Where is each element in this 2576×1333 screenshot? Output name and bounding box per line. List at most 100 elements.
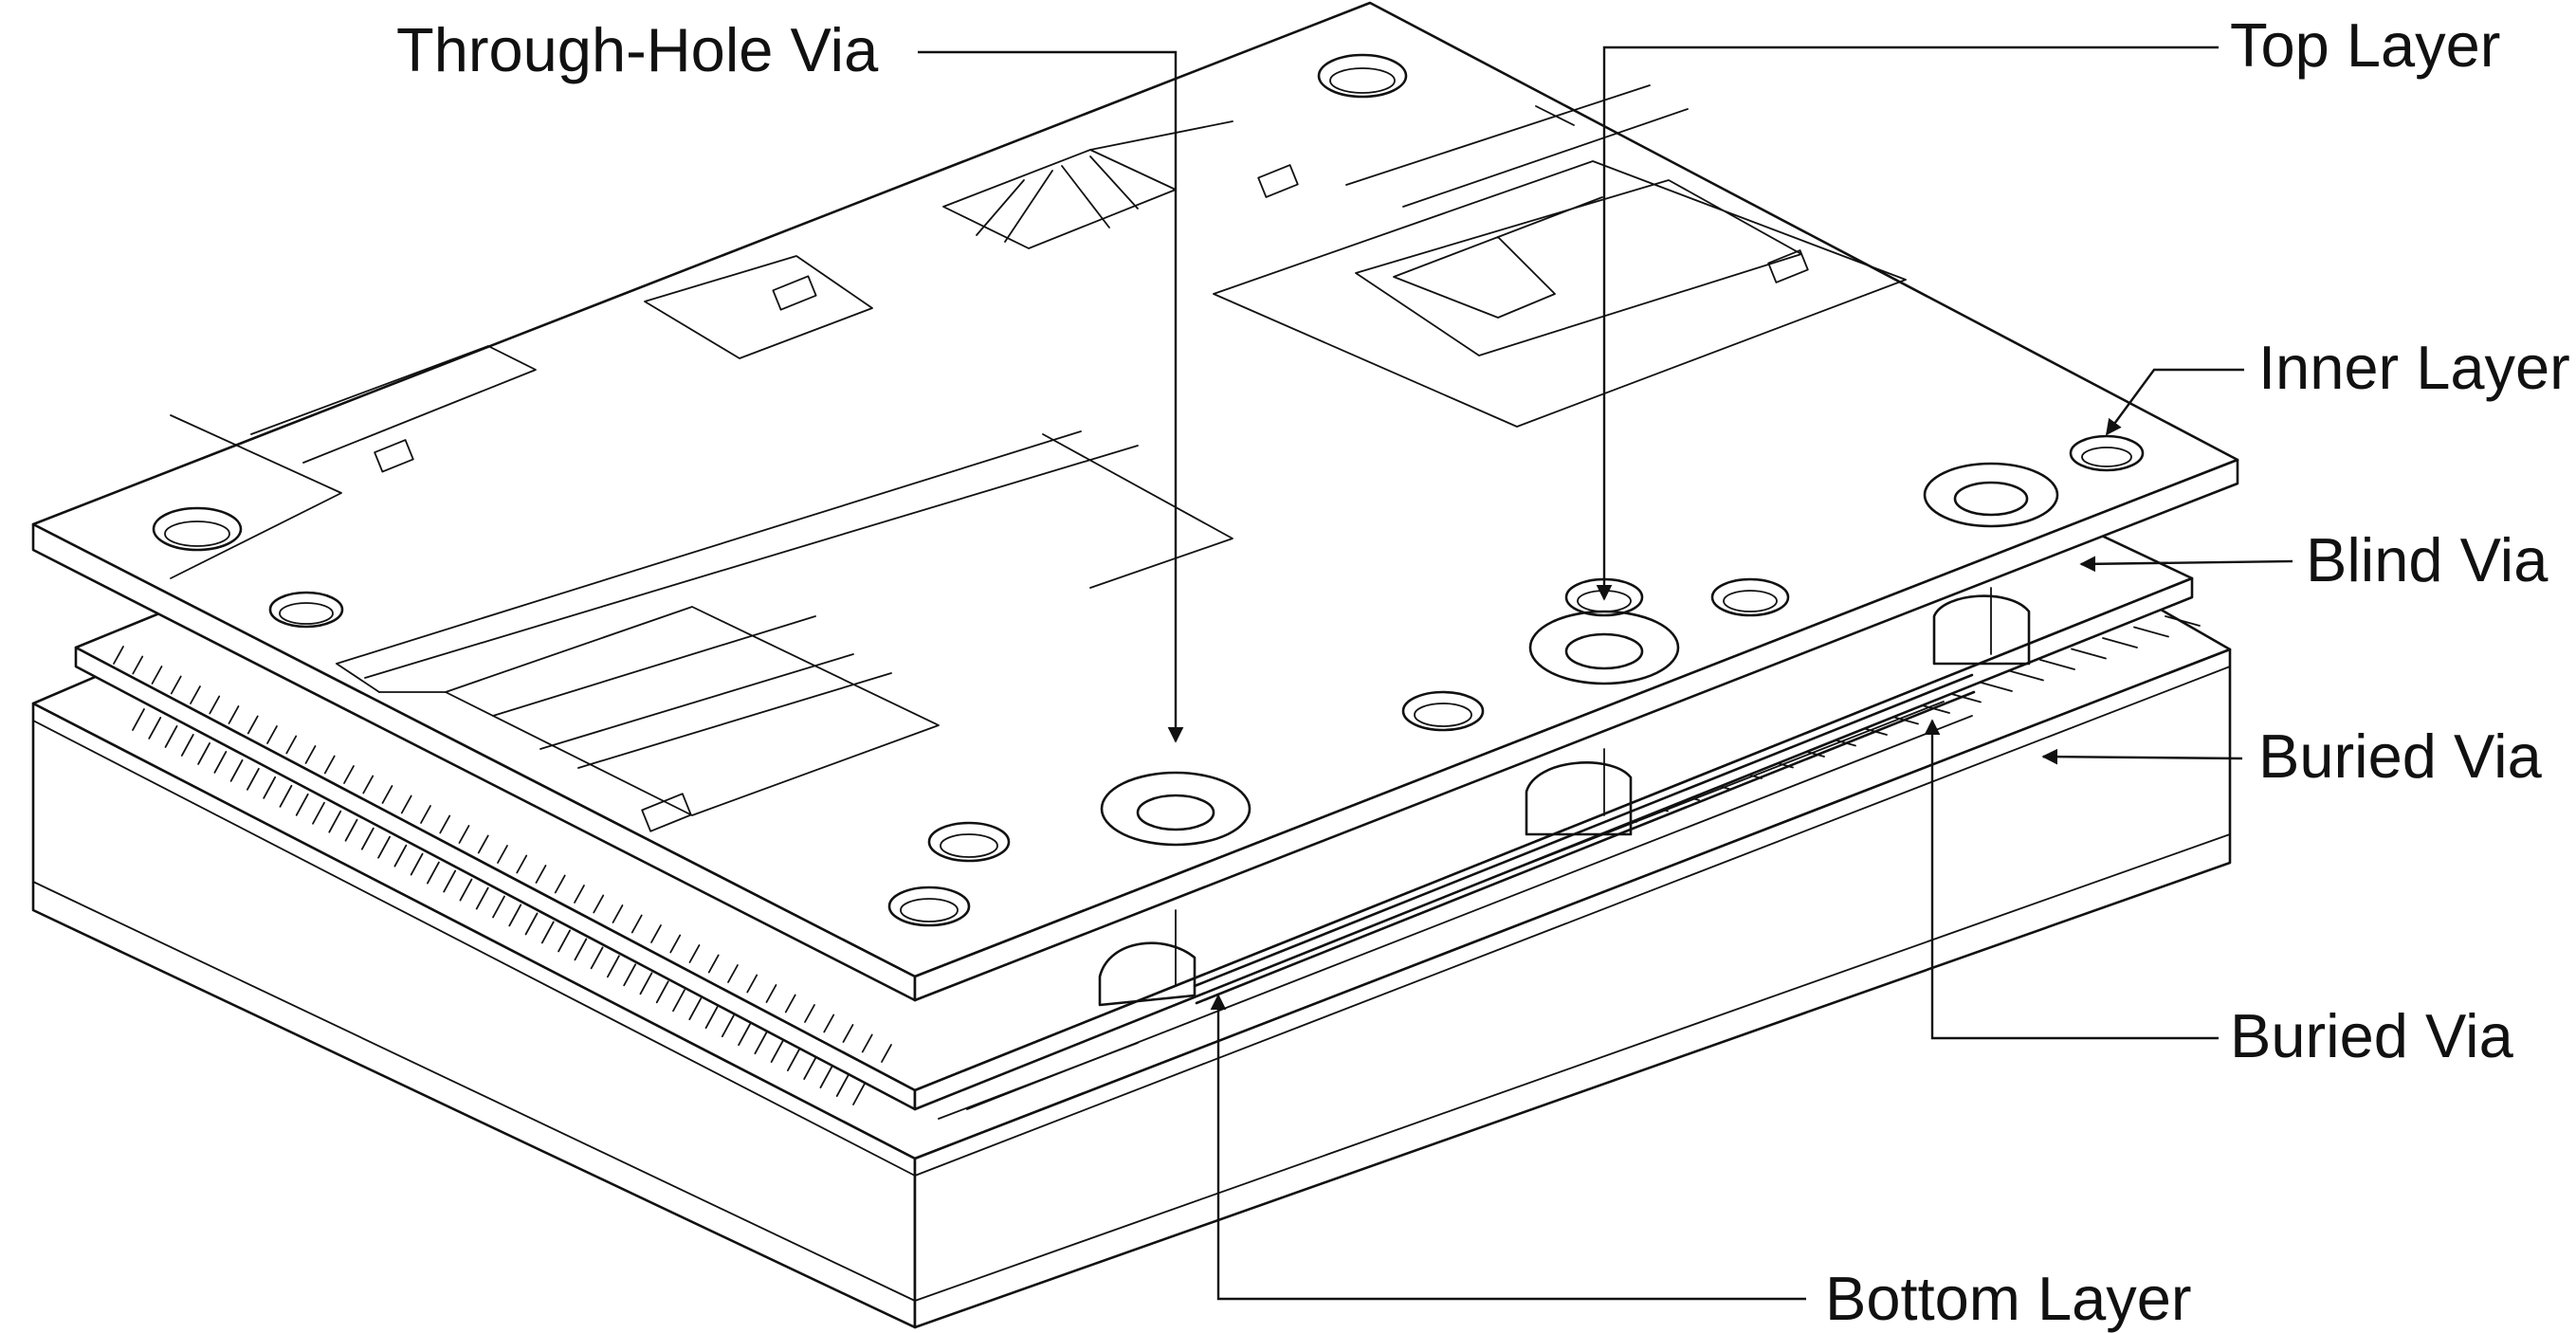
hatch-line [590,946,604,970]
hatch-line [738,1023,751,1047]
hatch-line [148,717,162,740]
hatch-line [823,1013,835,1033]
hatch-line [439,814,451,834]
hatch-line [704,1006,719,1030]
hatch-line [427,861,440,885]
hatch-line [213,750,228,774]
hatch-line [770,1040,784,1064]
hatch-line [721,1014,735,1038]
hatch-line [113,646,124,665]
hatch-line [132,708,145,731]
hatch-line [180,734,194,757]
hatch-line [229,758,244,782]
hatch-line [2008,669,2044,682]
hatch-line [344,818,358,842]
hatch-line [765,984,777,1003]
label-buried-via-upper: Buried Via [2258,721,2543,791]
via-hole [1401,690,1485,732]
hatch-line [2039,659,2075,670]
hatch-line [535,865,547,884]
hatch-line [861,1033,873,1053]
hatch-line [247,767,260,791]
hatch-line [804,1004,815,1023]
hatch-line [420,805,431,824]
hatch-line [381,785,393,804]
hatch-line [2102,637,2138,648]
hatch-line [197,742,210,765]
hatch-line [328,810,342,833]
via-hole [1317,53,1408,99]
label-buried-via-lower: Buried Via [2230,1001,2514,1070]
hatch-line [746,974,758,994]
hatch-line [688,944,701,963]
hatch-line [497,845,508,864]
hatch-line [707,954,720,974]
top-layer-vias [152,53,2145,927]
hatch-line [360,827,375,850]
hatch-line [819,1066,833,1088]
hatch-line [803,1057,817,1080]
hatch-line [343,765,355,784]
via-hole [927,821,1011,863]
hatch-line [881,1044,892,1063]
via-hole [152,506,243,552]
hatch-line [593,894,605,914]
inner-layer-hatching [113,646,892,1063]
hatch-line [554,874,566,894]
hatch-line [787,1049,800,1071]
hatch-line [164,725,178,748]
hatch-line [393,844,408,867]
hatch-line [477,834,489,854]
hatch-line [516,854,528,874]
label-bottom-layer: Bottom Layer [1825,1264,2192,1333]
blind-via-pad [1923,462,2059,528]
hatch-line [263,776,277,799]
hatch-line [508,904,522,927]
via-hole [1710,577,1790,617]
hatch-line [377,835,391,859]
hatch-line [362,775,375,794]
hatch-line [557,929,571,953]
hatch-line [784,994,796,1013]
label-inner-layer: Inner Layer [2258,333,2570,402]
hatch-line [835,1074,850,1097]
inner-layer-via [2069,434,2145,472]
hatch-line [475,886,489,910]
hatch-line [247,715,259,735]
hatch-line [655,980,669,1004]
hatch-line [2071,648,2107,660]
hatch-line [190,685,201,704]
callout-leaders [918,46,2293,1301]
hatch-line [669,934,682,954]
hatch-line [2165,615,2201,627]
hatch-line [1977,681,2013,692]
hatch-line [650,924,662,943]
hatch-line [639,972,653,995]
hatch-line [754,1032,768,1055]
label-top-layer: Top Layer [2230,10,2500,80]
hatch-line [285,735,298,755]
hatch-line [151,666,163,685]
hatch-line [323,755,336,775]
hatch-line [607,955,620,978]
via-barrels [1098,587,2031,1007]
label-blind-via: Blind Via [2306,525,2549,594]
hatch-line [400,794,412,814]
hatch-line [458,825,470,844]
label-through-hole-via: Through-Hole Via [396,15,879,84]
hatch-line [132,655,144,675]
hatch-line [540,921,555,944]
via-hole [887,886,971,927]
hatch-line [304,745,317,764]
hatch-line [410,852,424,876]
hatch-line [688,997,703,1021]
hatch-line [574,885,585,904]
hatch-line [209,695,221,715]
hatch-line [630,914,643,934]
hatch-line [295,793,309,816]
hatch-line [279,784,293,808]
top-layer-traces [170,84,1907,832]
hatch-line [672,989,685,1013]
hatch-line [228,705,240,724]
hatch-line [524,912,539,936]
